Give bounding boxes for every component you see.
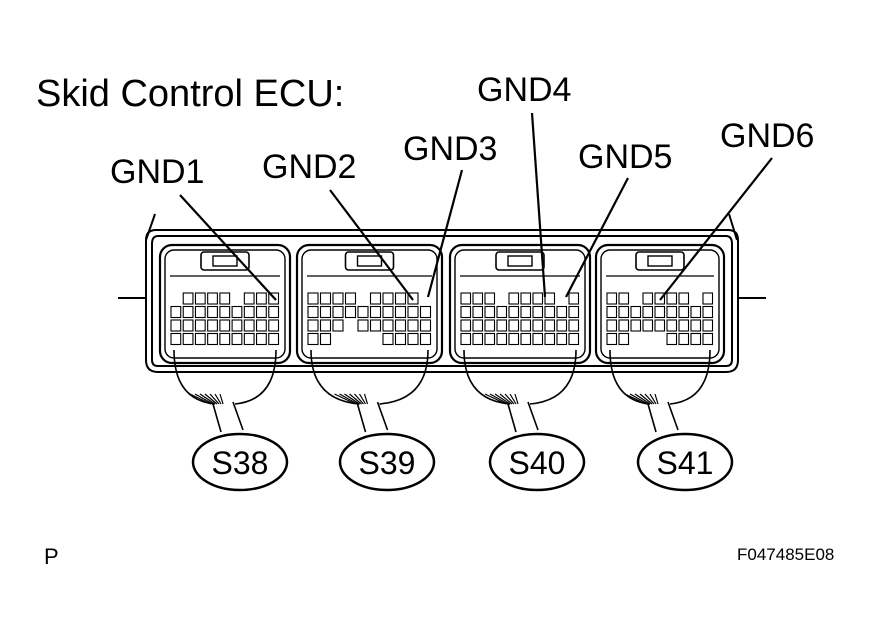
gnd2-leader [329,189,414,301]
gnd5-label: GND5 [578,138,672,176]
connector-s41-label: S41 [657,445,714,481]
gnd3-leader [426,169,464,298]
gnd2-label: GND2 [262,148,356,186]
connector-s40-oval [488,432,586,492]
connector-s40: S40 [488,432,586,492]
gnd3-label: GND3 [403,130,497,168]
gnd1-leader [179,194,277,301]
corner-mark: P [44,544,59,569]
ecu-housing [118,213,766,373]
gnd6-label: GND6 [720,117,814,155]
connectors-layer [158,243,726,433]
leader-lines [179,112,773,301]
connector-s38-oval [191,432,289,492]
connector-s41: S41 [636,432,734,492]
gnd1-label: GND1 [110,153,204,191]
connector-s39-label: S39 [359,445,416,481]
connector-body-s40 [448,243,592,433]
connector-s38: S38 [191,432,289,492]
connector-s41-oval [636,432,734,492]
gnd4-label: GND4 [477,71,571,109]
figure-code: F047485E08 [737,545,834,564]
connector-body-s41 [594,243,726,433]
connector-body-s38 [158,243,292,433]
gnd4-leader [530,112,547,298]
diagram-title: Skid Control ECU: [36,73,344,115]
gnd6-leader [659,157,773,301]
connector-s38-label: S38 [212,445,269,481]
connector-s39: S39 [338,432,436,492]
gnd5-leader [565,177,629,298]
connector-body-s39 [295,243,444,433]
connector-s40-label: S40 [509,445,566,481]
connector-s39-oval [338,432,436,492]
